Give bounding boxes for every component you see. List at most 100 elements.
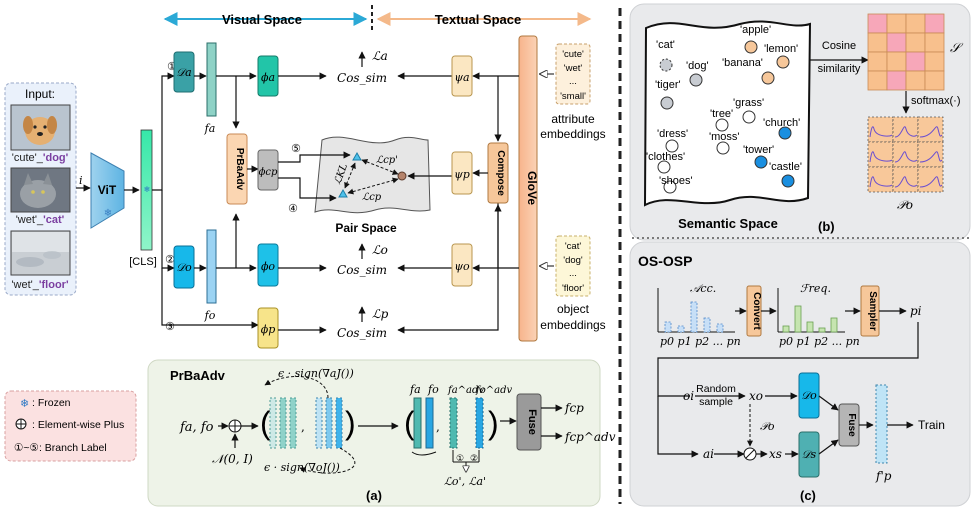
legend: ❄ : Frozen : Element-wise Plus ①~⑤: Bran… xyxy=(4,390,137,462)
os-osp-panel: OS-OSP 𝒜cc. p0 p1 p2 ... pn Convert ℱreq… xyxy=(629,241,971,507)
svg-text:...: ... xyxy=(569,76,577,87)
vit-encoder: ViT ❄ xyxy=(90,152,125,229)
cls-label: [CLS] xyxy=(129,256,157,268)
semantic-space-caption: Semantic Space xyxy=(678,216,778,231)
freq-histogram: ℱreq. p0 p1 p2 ... pn xyxy=(777,282,860,348)
probability-matrix xyxy=(867,116,944,193)
svg-text:object: object xyxy=(557,302,590,316)
prob-curve xyxy=(869,151,893,163)
d-o-label: 𝒟o xyxy=(176,261,192,274)
cos-sim-a: Cos_sim ℒa xyxy=(337,49,388,85)
acc-bar xyxy=(677,325,685,333)
pair-space: ℒcp' ℒKL ℒcp Pair Space xyxy=(314,136,431,235)
prob-curve xyxy=(919,151,943,163)
sampler-label: Sampler xyxy=(867,291,878,331)
noise-label: 𝒩(0, I) xyxy=(212,452,253,466)
matrix-cell xyxy=(867,13,888,34)
svg-text:ψa: ψa xyxy=(454,71,469,84)
svg-text:(: ( xyxy=(404,405,415,441)
svg-text:'church': 'church' xyxy=(763,117,800,129)
svg-text:embeddings: embeddings xyxy=(540,127,605,141)
osp-title: OS-OSP xyxy=(638,253,692,269)
space-header: Visual Space Textual Space xyxy=(163,5,592,33)
o-i-label: oi xyxy=(683,389,694,403)
svg-text:Cosine: Cosine xyxy=(822,40,856,52)
svg-text:embeddings: embeddings xyxy=(540,318,605,332)
osp-D-o: 𝒟o xyxy=(801,389,817,402)
prob-cell xyxy=(917,116,944,143)
svg-text:'wet': 'wet' xyxy=(564,63,583,74)
cat-image xyxy=(10,167,71,213)
svg-text:'dress': 'dress' xyxy=(657,128,688,140)
feat-label-fa: fa xyxy=(409,383,421,396)
svg-text:'tiger': 'tiger' xyxy=(655,79,681,91)
panel-branch-1: ① xyxy=(456,453,464,463)
freq-bar xyxy=(806,321,814,333)
semantic-space-panel: 'cat' 'apple' 'lemon' 'dog' 'banana' 'ti… xyxy=(629,3,971,241)
svg-text:ψp: ψp xyxy=(454,168,470,181)
prob-curve xyxy=(869,176,893,188)
svg-text:Compose: Compose xyxy=(495,150,506,196)
matrix-cell xyxy=(924,32,945,53)
softmax-label: softmax(·) xyxy=(911,95,961,107)
out-cp: fcp xyxy=(564,401,584,415)
freq-bar xyxy=(794,305,802,333)
svg-text:'cat': 'cat' xyxy=(565,241,581,252)
svg-text:'dog': 'dog' xyxy=(563,255,583,266)
loss-a: ℒa xyxy=(372,49,388,63)
prbaadv-input: fa, fo xyxy=(179,420,214,435)
branch-label-2: ② xyxy=(165,254,175,266)
svg-text:'apple': 'apple' xyxy=(740,24,771,36)
freq-bar xyxy=(830,317,838,333)
svg-text:ϕp: ϕp xyxy=(261,323,276,336)
attribute-embeddings: 'cute' 'wet' ... 'small' attribute embed… xyxy=(540,43,606,141)
matrix-cell xyxy=(924,70,945,91)
svg-text:'dog': 'dog' xyxy=(686,60,709,72)
matrix-cell xyxy=(905,32,926,53)
prob-cell xyxy=(917,166,944,193)
legend-branch-text: ①~⑤: Branch Label xyxy=(14,442,107,454)
feat-label-fa-adv: fa^adv xyxy=(447,385,484,396)
prob-curve xyxy=(919,126,943,138)
branch-label-4: ④ xyxy=(288,203,298,215)
prob-cell xyxy=(892,141,919,168)
svg-text:'tower': 'tower' xyxy=(743,144,774,156)
prbaadv-module: PrBaAdv xyxy=(226,133,248,205)
svg-text:sample: sample xyxy=(699,396,733,408)
phi-o: ϕo xyxy=(257,243,279,287)
acc-bar xyxy=(690,301,698,333)
svg-text:: Frozen: : Frozen xyxy=(32,397,71,409)
svg-text:,: , xyxy=(301,420,305,434)
cos-sim-p: Cos_sim ℒp xyxy=(337,306,389,340)
branch-label-5: ⑤ xyxy=(291,143,301,155)
x-o-label: xo xyxy=(749,389,763,403)
svg-text:...: ... xyxy=(569,268,577,279)
prob-cell xyxy=(917,141,944,168)
convert-label: Convert xyxy=(751,292,762,330)
cos-sim-o: Cos_sim ℒo xyxy=(337,243,388,277)
floor-image xyxy=(10,230,71,276)
attribute-disentangler: 𝒟a xyxy=(173,51,195,93)
panel-c-caption: (c) xyxy=(800,488,816,503)
f-p-prime-label: f'p xyxy=(875,469,892,483)
object-feature: fo xyxy=(204,229,217,322)
grad-a-label: ϵ · sign(∇aJ()) xyxy=(278,367,354,380)
input-panel: Input: 'cute'_'dog' 'wet'_'cat' xyxy=(4,82,77,296)
svg-text:'lemon': 'lemon' xyxy=(764,43,798,55)
svg-text:attribute: attribute xyxy=(551,112,595,126)
panel-b-caption: (b) xyxy=(818,219,835,234)
input-label-2: 'wet'_'cat' xyxy=(16,214,65,226)
matrix-cell xyxy=(886,32,907,53)
freq-bar xyxy=(818,327,826,333)
prob-curve xyxy=(919,176,943,188)
osp-Po-label: 𝒫o xyxy=(760,420,775,433)
osp-fuse-label: Fuse xyxy=(846,413,857,437)
svg-text:Cos_sim: Cos_sim xyxy=(337,263,387,277)
matrix-cell xyxy=(886,70,907,91)
glove-embedding: GloVe xyxy=(518,35,539,342)
prob-cell xyxy=(892,116,919,143)
svg-text:'cute': 'cute' xyxy=(562,49,584,60)
freq-bar xyxy=(782,325,790,333)
attribute-feature: fa xyxy=(204,42,217,135)
p-i-label: pi xyxy=(910,304,922,318)
